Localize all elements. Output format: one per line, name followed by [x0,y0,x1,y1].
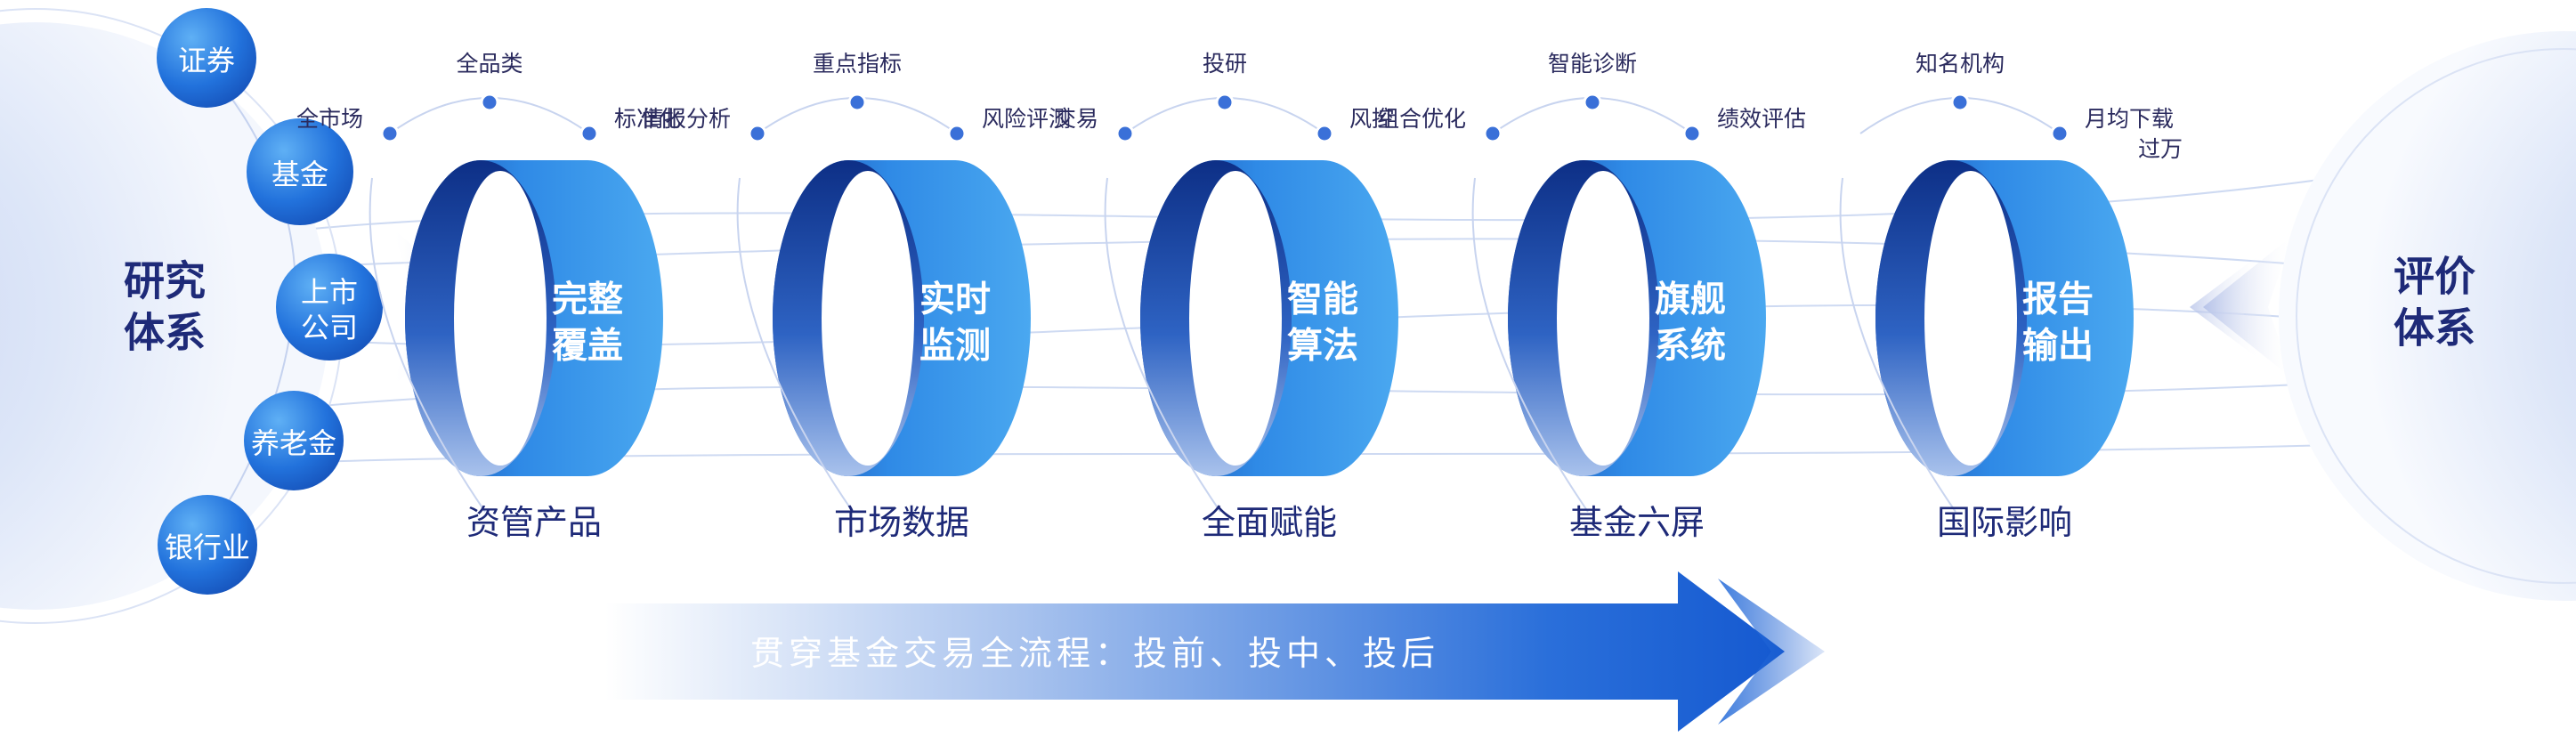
chevron-left-icon [2190,254,2261,360]
right-system-label: 评价体系 [2394,252,2475,352]
ring-tag-label: 投研 [1203,51,1247,77]
bubble-disc [276,254,383,360]
ring-tag-label: 全品类 [456,51,522,77]
right-chevron [2190,236,2292,378]
ring-tag-label: 标准化 [614,106,681,132]
tag-dot-icon [1583,93,1602,112]
ring-tag-label: 风控 [1349,106,1394,132]
ring-caption: 国际影响 [1937,503,2072,542]
ring-center-label: 完整覆盖 [551,279,623,367]
ring-tag-label: 情报分析 [642,106,731,132]
category-bubble-fund: 基金 [247,118,353,225]
category-bubble-listed-company: 上市公司 [276,254,383,360]
category-label: 上市公司 [301,275,358,344]
right-system-outline [2296,48,2576,584]
ring-hole [1924,171,2017,466]
ring-caption: 全面赋能 [1202,503,1337,542]
arrow-tail-chevron [1718,579,1825,725]
ring-tag-label: 组合优化 [1377,106,1466,132]
tag-dot-icon [748,124,767,143]
ring-side-line [369,177,486,513]
ring-side-line [1839,177,1956,513]
ring-side-line [736,177,854,513]
ring-tag-label: 月均下载过万 [2085,106,2183,162]
ring-side-line [1471,177,1589,513]
tag-dot-icon [947,124,967,143]
ring-center-label: 旗舰系统 [1655,279,1726,367]
bubble-disc [158,495,257,595]
tag-dot-icon [847,93,867,112]
ring-tag-label: 绩效评估 [1717,106,1806,132]
right-system-circle: 评价体系 [2279,31,2576,601]
ring-hole [1189,171,1282,466]
bubble-disc [157,8,256,108]
tag-dot-icon [1950,93,1970,112]
ring-hole [822,171,914,466]
ring-tag-label: 知名机构 [1916,51,2005,77]
bubble-disc [244,391,344,490]
ring-hole [454,171,547,466]
ring-tag-label: 全市场 [296,106,363,132]
tag-dot-icon [579,124,599,143]
arrow-body [605,571,1785,732]
tag-dot-icon [380,124,400,143]
bubble-disc [247,118,353,225]
ring-caption: 资管产品 [466,503,602,542]
tag-dot-icon [2050,124,2070,143]
ring-tag-label: 风险评测 [982,106,1071,132]
ring-center-label: 报告输出 [2022,279,2094,367]
ring-caption: 基金六屏 [1569,503,1705,542]
tag-dot-icon [1483,124,1503,143]
left-system-label: 研究体系 [124,256,206,356]
ring-center-label: 智能算法 [1287,279,1358,367]
tag-dot-icon [1315,124,1334,143]
tag-dot-icon [1682,124,1702,143]
category-bubble-banking: 银行业 [158,495,257,595]
chevron-left-icon [2203,236,2292,378]
tag-dot-icon [1115,124,1135,143]
ring-tag-label: 交易 [1054,106,1098,132]
category-label: 基金 [271,158,328,191]
right-system-disc [2279,31,2576,601]
ring-tag-label: 智能诊断 [1548,51,1637,77]
category-label: 银行业 [165,530,250,564]
ring-center-label: 实时监测 [919,279,991,367]
category-bubble-pension: 养老金 [244,391,344,490]
bottom-arrow-label: 贯穿基金交易全流程：投前、投中、投后 [750,634,1439,673]
tag-dot-icon [480,93,499,112]
ring-caption: 市场数据 [834,503,969,542]
category-bubble-securities: 证券 [157,8,256,108]
ring-hole [1557,171,1649,466]
ring-side-line [1104,177,1221,513]
category-label: 养老金 [251,426,336,460]
bottom-process-arrow: 贯穿基金交易全流程：投前、投中、投后 [605,571,1825,732]
category-label: 证券 [178,44,235,77]
tag-dot-icon [1215,93,1235,112]
ring-tag-label: 重点指标 [813,51,902,77]
